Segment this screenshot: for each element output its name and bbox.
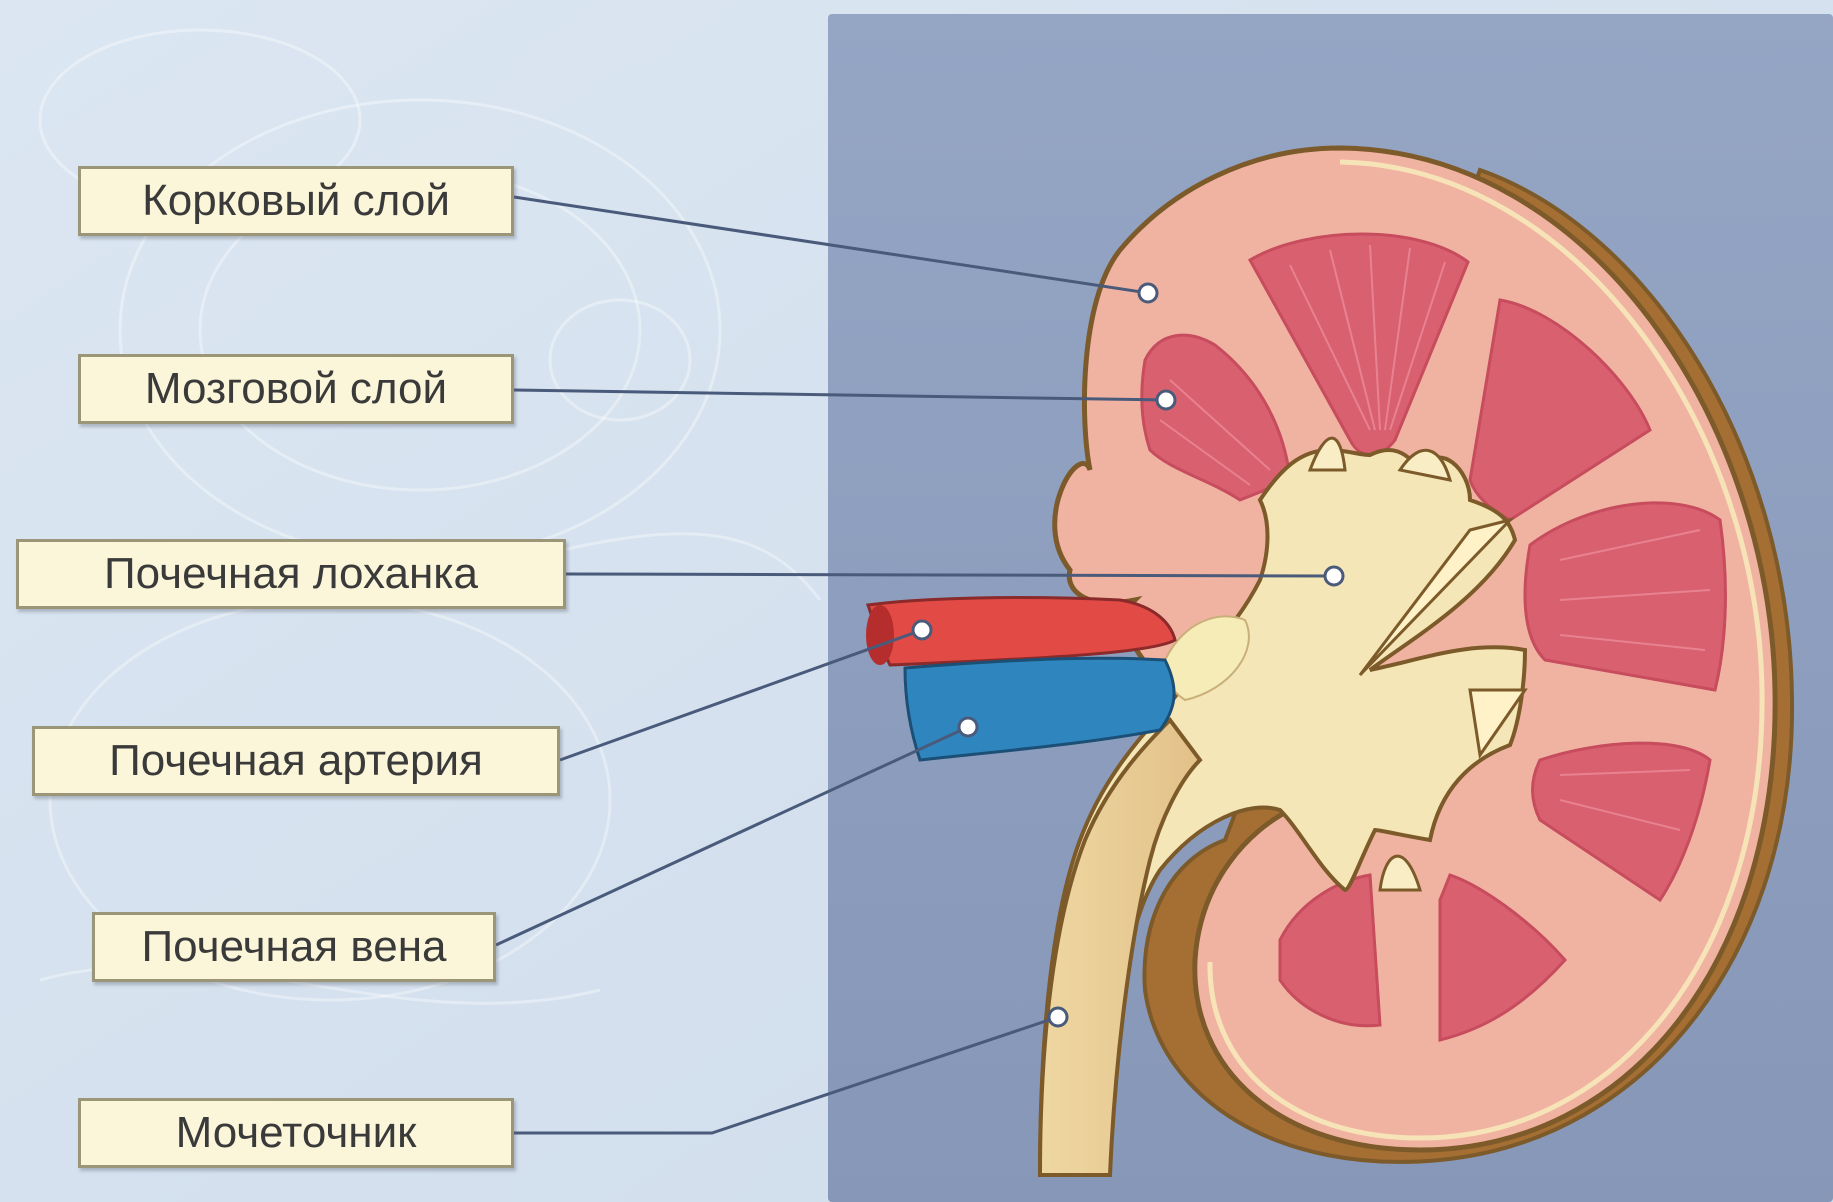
- label-ureter: Мочеточник: [78, 1098, 514, 1168]
- anchor-dot-artery: [913, 621, 931, 639]
- leader-line-ureter: [514, 1017, 1058, 1133]
- leader-line-cortex: [514, 197, 1148, 293]
- anchor-dot-medulla: [1157, 391, 1175, 409]
- leader-line-vein: [496, 727, 968, 945]
- leader-line-artery: [560, 630, 922, 760]
- label-cortex: Корковый слой: [78, 166, 514, 236]
- label-vein: Почечная вена: [92, 912, 496, 982]
- leader-line-pelvis: [566, 574, 1334, 576]
- anchor-dot-ureter: [1049, 1008, 1067, 1026]
- leader-line-medulla: [514, 390, 1166, 400]
- anchor-dot-pelvis: [1325, 567, 1343, 585]
- label-artery: Почечная артерия: [32, 726, 560, 796]
- label-medulla: Мозговой слой: [78, 354, 514, 424]
- anchor-dot-cortex: [1139, 284, 1157, 302]
- label-pelvis: Почечная лоханка: [16, 539, 566, 609]
- anchor-dot-vein: [959, 718, 977, 736]
